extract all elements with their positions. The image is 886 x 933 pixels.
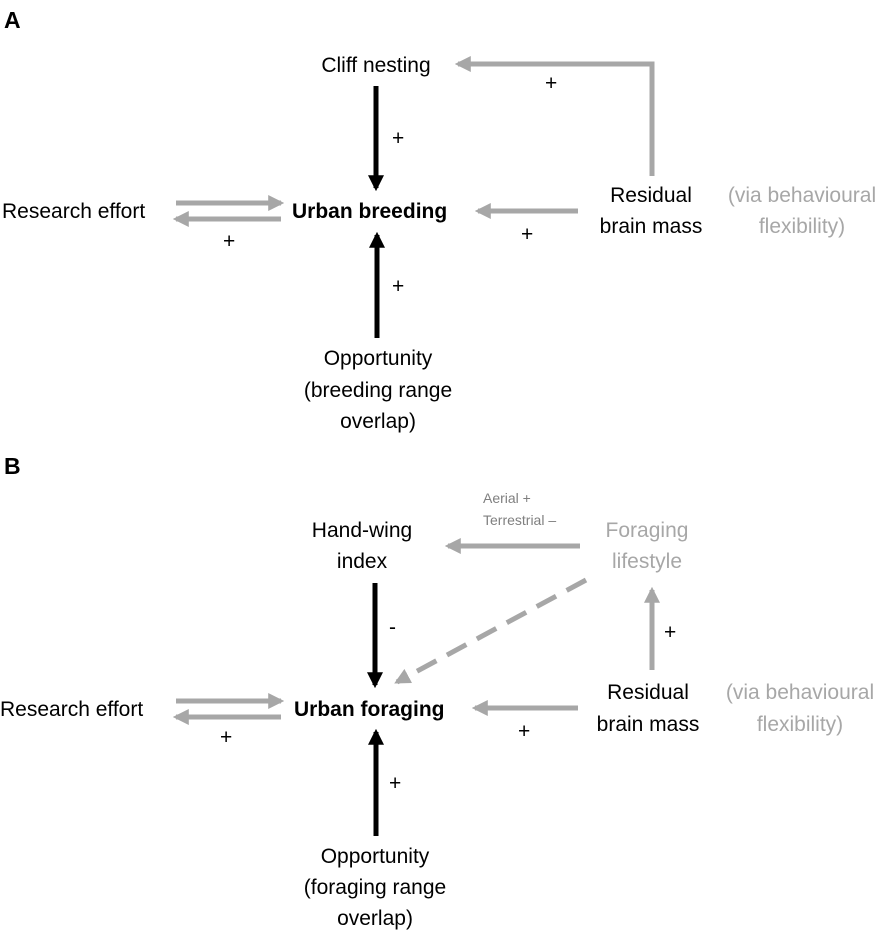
panel-label-b: B: [4, 453, 21, 479]
node-opportunity-a-line1: Opportunity: [323, 347, 433, 370]
sign-brain-to-lifestyle: +: [664, 621, 677, 644]
note-behavioural-a-line2: flexibility): [758, 215, 846, 238]
node-brain-mass-b-line2: brain mass: [596, 713, 700, 736]
node-hand-wing-line1: Hand-wing: [311, 519, 413, 542]
label-aerial: Aerial +: [483, 490, 531, 506]
sign-cliff-to-breeding: +: [392, 127, 405, 150]
node-opportunity-b-line2: (foraging range: [303, 876, 447, 899]
node-brain-mass-a-line2: brain mass: [599, 215, 703, 238]
node-foraging-lifestyle-line2: lifestyle: [611, 550, 683, 573]
node-cliff-nesting: Cliff nesting: [321, 54, 431, 77]
sign-research-a: +: [223, 230, 236, 253]
sign-brain-to-breeding: +: [521, 223, 534, 246]
node-urban-foraging: Urban foraging: [294, 698, 445, 721]
sign-research-b: +: [220, 726, 233, 749]
sign-brain-to-cliff: +: [545, 72, 558, 95]
sign-opportunity-to-breeding: +: [392, 275, 405, 298]
node-brain-mass-a-line1: Residual: [610, 184, 692, 207]
arrow-brain-to-cliff: [454, 55, 655, 176]
label-terrestrial: Terrestrial –: [483, 512, 557, 528]
arrow-foraging-lifestyle-to-urban-foraging: [394, 577, 588, 685]
sign-brain-to-foraging: +: [518, 720, 531, 743]
node-opportunity-a-line3: overlap): [340, 410, 416, 433]
node-hand-wing-line2: index: [336, 550, 388, 573]
node-foraging-lifestyle-line1: Foraging: [605, 519, 689, 542]
sign-handwing-to-foraging: -: [389, 616, 396, 639]
node-brain-mass-b-line1: Residual: [607, 681, 689, 704]
note-behavioural-b-line2: flexibility): [756, 713, 844, 736]
sign-opportunity-to-foraging: +: [389, 772, 402, 795]
panel-label-a: A: [4, 7, 21, 33]
node-research-effort-b: Research effort: [0, 698, 144, 721]
node-research-effort: Research effort: [2, 200, 146, 223]
note-behavioural-b-line1: (via behavioural: [725, 681, 875, 704]
node-opportunity-a-line2: (breeding range: [303, 379, 453, 402]
node-urban-breeding: Urban breeding: [292, 200, 448, 223]
node-opportunity-b-line1: Opportunity: [320, 845, 430, 868]
node-opportunity-b-line3: overlap): [337, 907, 413, 930]
note-behavioural-a-line1: (via behavioural: [727, 184, 877, 207]
